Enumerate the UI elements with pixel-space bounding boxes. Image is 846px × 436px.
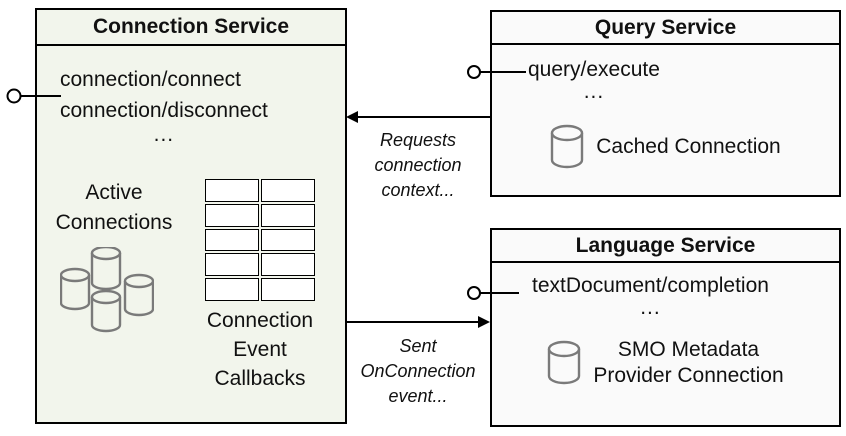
database-icon [548,340,581,385]
query-service-methods: query/execute ... [528,56,660,103]
method-textdocument-completion: textDocument/completion [532,274,769,297]
methods-ellipsis: ... [640,296,661,319]
lollipop-connector-icon [6,88,61,104]
methods-ellipsis: ... [583,80,605,103]
active-connections-label: Active Connections [55,181,173,234]
language-service-header: Language Service [492,230,839,263]
callback-table-label: Connection Event Callbacks [206,309,314,390]
method-connection-connect: connection/connect [60,68,241,91]
callback-table-cell [261,253,315,277]
query-service-title: Query Service [594,15,737,39]
callback-table-cell [205,179,259,202]
language-service-methods: textDocument/completion ... [532,272,769,319]
sent-arrow-label: Sent OnConnection event... [360,336,476,406]
lollipop-connector-icon [467,286,519,300]
lollipop-connector-icon [467,65,526,79]
smo-connection-label: SMO Metadata Provider Connection [593,338,784,387]
callback-table-cell [205,203,259,227]
connection-service-title: Connection Service [92,15,290,38]
database-cluster-icon [60,247,154,333]
cached-connection-label: Cached Connection [596,135,781,158]
callback-table-cell [205,253,259,277]
requests-arrow-label: Requests connection context... [374,130,462,200]
query-service-header: Query Service [492,12,839,45]
callback-table-cell [261,228,315,252]
callback-table-cell [205,228,259,252]
methods-ellipsis: ... [153,123,175,146]
sent-arrow [345,316,490,328]
callback-table-cell [261,278,315,301]
callback-table [205,179,315,301]
callback-table-cell [261,203,315,227]
smo-connection-row: SMO Metadata Provider Connection [492,337,839,389]
language-service-title: Language Service [575,233,756,257]
connection-service-methods: connection/connect connection/disconnect… [60,64,268,146]
database-icon [551,124,584,169]
callback-table-cell [261,179,315,202]
connection-service-box: Connection Service connection/connect co… [35,8,347,424]
method-connection-disconnect: connection/disconnect [60,99,268,122]
requests-arrow [346,111,491,123]
callback-table-cell [205,278,259,301]
cached-connection-row: Cached Connection [492,124,839,170]
language-service-box: Language Service textDocument/completion… [490,228,841,427]
method-query-execute: query/execute [528,58,660,81]
connection-service-header: Connection Service [37,10,345,46]
query-service-box: Query Service query/execute ... Cached C… [490,10,841,197]
